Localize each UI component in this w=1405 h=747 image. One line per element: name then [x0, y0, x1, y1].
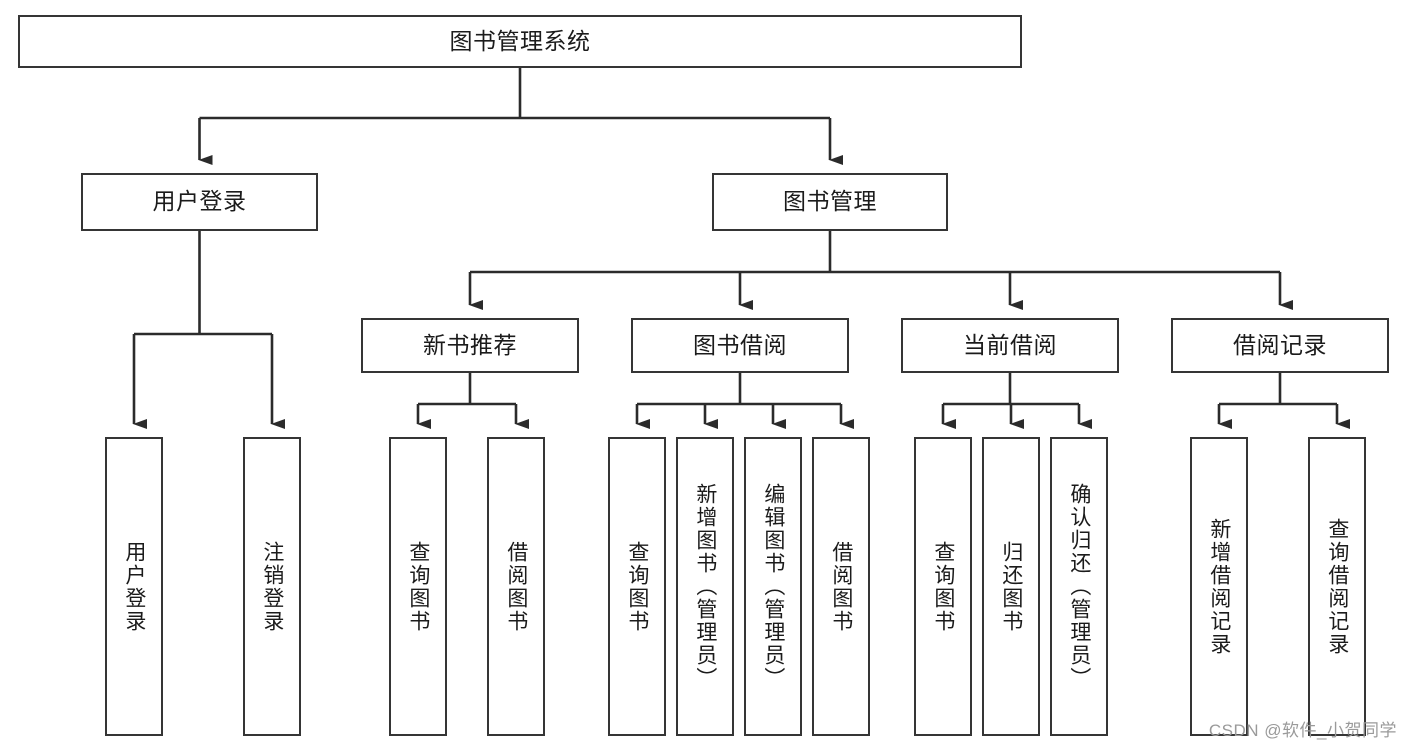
node-label: 借阅图书	[829, 540, 853, 633]
node-label: 归还图书	[999, 540, 1023, 633]
node-user-login[interactable]: 用户登录	[81, 173, 318, 231]
node-leaf-query-book-3[interactable]: 查询图书	[914, 437, 972, 736]
node-label: 借阅图书	[504, 540, 528, 633]
node-new-book-recommend[interactable]: 新书推荐	[361, 318, 579, 373]
node-book-manage[interactable]: 图书管理	[712, 173, 948, 231]
node-label: 查询图书	[625, 540, 649, 633]
node-label: 确认归还（管理员）	[1067, 483, 1091, 690]
node-current-borrow[interactable]: 当前借阅	[901, 318, 1119, 373]
node-leaf-borrow-book-1[interactable]: 借阅图书	[487, 437, 545, 736]
node-book-borrow[interactable]: 图书借阅	[631, 318, 849, 373]
node-leaf-edit-book[interactable]: 编辑图书（管理员）	[744, 437, 802, 736]
node-leaf-query-book-2[interactable]: 查询图书	[608, 437, 666, 736]
node-label: 编辑图书（管理员）	[761, 483, 785, 690]
node-label: 当前借阅	[963, 331, 1057, 358]
node-borrow-record[interactable]: 借阅记录	[1171, 318, 1389, 373]
node-label: 图书管理	[783, 188, 877, 215]
node-label: 新书推荐	[423, 331, 517, 358]
node-label: 查询图书	[931, 540, 955, 633]
node-leaf-add-book[interactable]: 新增图书（管理员）	[676, 437, 734, 736]
node-leaf-return-book[interactable]: 归还图书	[982, 437, 1040, 736]
node-label: 图书借阅	[693, 331, 787, 358]
node-label: 图书管理系统	[449, 27, 591, 54]
node-label: 查询图书	[406, 540, 430, 633]
node-label: 注销登录	[260, 540, 284, 633]
node-leaf-logout[interactable]: 注销登录	[243, 437, 301, 736]
node-label: 用户登录	[152, 188, 247, 215]
node-leaf-borrow-book-2[interactable]: 借阅图书	[812, 437, 870, 736]
node-leaf-add-record[interactable]: 新增借阅记录	[1190, 437, 1248, 736]
node-leaf-query-book-1[interactable]: 查询图书	[389, 437, 447, 736]
node-leaf-user-login[interactable]: 用户登录	[105, 437, 163, 736]
csdn-watermark: CSDN @软件_小贺同学	[1208, 721, 1397, 740]
node-label: 查询借阅记录	[1325, 517, 1349, 656]
node-leaf-query-record[interactable]: 查询借阅记录	[1308, 437, 1366, 736]
node-leaf-confirm-return[interactable]: 确认归还（管理员）	[1050, 437, 1108, 736]
node-label: 新增借阅记录	[1207, 517, 1231, 656]
node-label: 新增图书（管理员）	[693, 483, 717, 690]
node-label: 用户登录	[122, 540, 146, 633]
node-label: 借阅记录	[1233, 331, 1327, 358]
node-root[interactable]: 图书管理系统	[18, 15, 1022, 68]
